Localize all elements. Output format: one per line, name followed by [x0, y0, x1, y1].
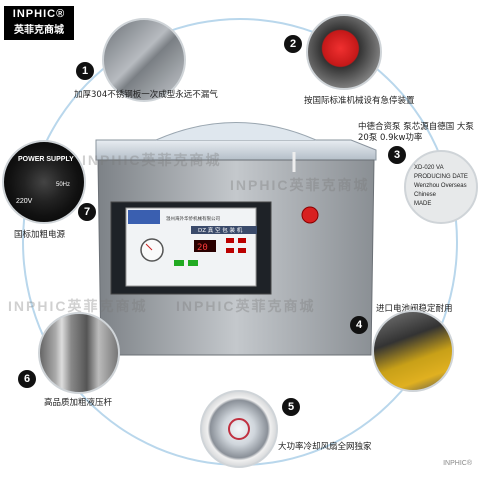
feature-number: 6	[18, 370, 36, 388]
svg-text:温州海外华侨机械有限公司: 温州海外华侨机械有限公司	[166, 215, 220, 222]
panel-button[interactable]	[188, 260, 198, 266]
feature-number: 1	[76, 62, 94, 80]
watermark: INPHIC英菲克商城	[82, 152, 222, 168]
panel-button[interactable]	[226, 238, 234, 243]
feature-caption: 进口电池阀稳定耐用	[376, 304, 453, 314]
thumb-cooling-fan	[200, 390, 278, 468]
feature-number: 7	[78, 203, 96, 221]
brand-cn: 英菲克商城	[14, 25, 64, 36]
panel-button[interactable]	[174, 260, 184, 266]
corner-watermark: INPHIC®	[443, 460, 472, 467]
feature-number: 4	[350, 316, 368, 334]
watermark: INPHIC英菲克商城	[176, 298, 316, 314]
feature-number: 5	[282, 398, 300, 416]
feature-caption: 大功率冷却风扇全网独家	[278, 442, 372, 452]
panel-button[interactable]	[226, 248, 234, 253]
thumb-power-supply: POWER SUPPLY 220V 50Hz	[2, 140, 86, 224]
power-voltage: 220V	[16, 198, 33, 205]
watermark: INPHIC英菲克商城	[8, 298, 148, 314]
power-freq: 50Hz	[56, 182, 71, 188]
feature-number: 3	[388, 146, 406, 164]
feature-caption: 加厚304不锈钢板一次成型永远不漏气	[74, 90, 218, 100]
feature-caption: 高品质加粗液压杆	[44, 398, 113, 408]
fan-icon	[228, 418, 250, 440]
watermark: INPHIC英菲克商城	[230, 177, 370, 193]
feature-caption: 国标加粗电源	[14, 230, 66, 240]
nameplate-made: MADE	[414, 201, 432, 207]
emergency-stop-button[interactable]	[301, 206, 319, 224]
brand-name: INPHIC	[12, 8, 57, 20]
brand-logo: INPHIC® 英菲克商城	[4, 6, 74, 40]
thumb-valve	[372, 310, 454, 392]
nameplate-date: PRODUCING DATE	[414, 174, 468, 180]
thumb-hydraulic-rod	[38, 312, 120, 394]
panel-button[interactable]	[238, 238, 246, 243]
thumb-steel	[102, 18, 186, 102]
nameplate-model: XD-020 VA	[414, 165, 444, 171]
vacuum-machine: 温州海外华侨机械有限公司 DZ 真 空 包 装 机 20	[95, 122, 377, 356]
feature-caption: 中德合资泵 泵芯源自德国 大泵20泵 0.9kw功率	[358, 122, 474, 143]
feature-number: 2	[284, 35, 302, 53]
power-label: POWER SUPPLY	[18, 156, 74, 163]
timer-display: 20	[197, 243, 208, 253]
thumb-emergency-stop	[306, 14, 382, 90]
thumb-nameplate: XD-020 VA PRODUCING DATE Wenzhou Oversea…	[404, 150, 478, 224]
nameplate-maker: Wenzhou Overseas Chinese	[414, 183, 467, 198]
panel-title: DZ 真 空 包 装 机	[198, 226, 243, 234]
panel-button[interactable]	[238, 248, 246, 253]
feature-caption: 按国际标准机械设有急停装置	[304, 96, 415, 106]
